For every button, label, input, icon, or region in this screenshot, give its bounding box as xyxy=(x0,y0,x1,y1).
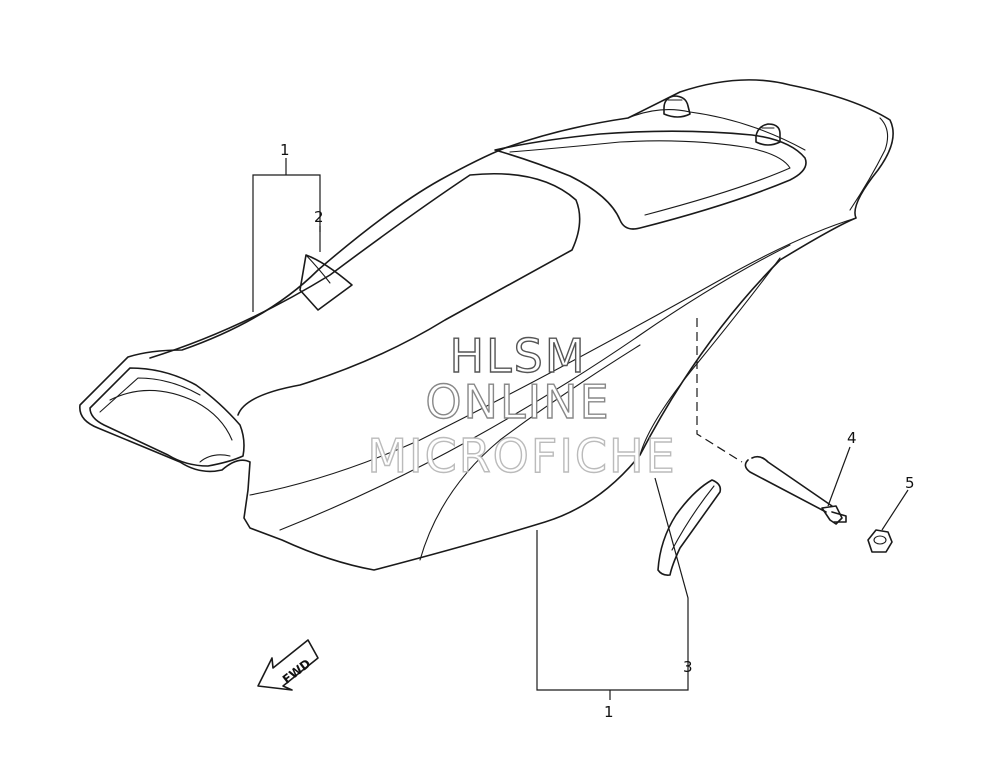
fwd-arrow-icon xyxy=(257,639,319,691)
front-handle-inner xyxy=(89,367,245,467)
seat-side-line-lower xyxy=(279,244,791,531)
callout-1-top: 1 xyxy=(280,141,290,159)
seal-strip-edge xyxy=(671,485,715,551)
nut-part-5 xyxy=(867,529,893,553)
forward-direction-arrow: FWD xyxy=(257,639,319,691)
seat-label-sticker-fold xyxy=(305,254,331,284)
callout-4: 4 xyxy=(847,429,857,447)
watermark-line-3: MICROFICHE xyxy=(367,429,676,483)
callout-1-bottom: 1 xyxy=(604,703,614,721)
front-handle-rim xyxy=(99,377,201,413)
seal-strip-part-3 xyxy=(657,479,722,576)
fwd-label: FWD xyxy=(280,656,313,686)
seat-lock-knob-front xyxy=(663,95,691,118)
front-handle-floor xyxy=(109,389,233,441)
pillion-step xyxy=(627,109,806,151)
callout-3: 3 xyxy=(683,658,693,676)
seat-tail-curve xyxy=(849,117,889,211)
hook-bolt-part-4 xyxy=(744,455,847,525)
seat-outline xyxy=(79,79,894,571)
callout-2: 2 xyxy=(314,208,324,226)
seat-assembly xyxy=(79,79,894,571)
watermark-line-2: ONLINE xyxy=(425,375,610,429)
seat-side-panel xyxy=(419,344,641,561)
callouts: 1 2 3 4 5 1 xyxy=(280,141,915,721)
pillion-pad xyxy=(494,130,807,230)
leader-lines xyxy=(252,158,909,700)
pillion-pad-inner xyxy=(509,140,791,216)
front-handle-detail xyxy=(199,454,231,463)
watermark: HLSM ONLINE MICROFICHE xyxy=(367,328,676,483)
seat-lock-knob-rear xyxy=(755,123,781,146)
rider-cushion-edge xyxy=(149,172,581,416)
seat-rear-skirt xyxy=(639,257,781,456)
callout-5: 5 xyxy=(905,474,915,492)
seat-side-line-upper xyxy=(249,217,857,496)
watermark-line-1: HLSM xyxy=(449,329,586,383)
